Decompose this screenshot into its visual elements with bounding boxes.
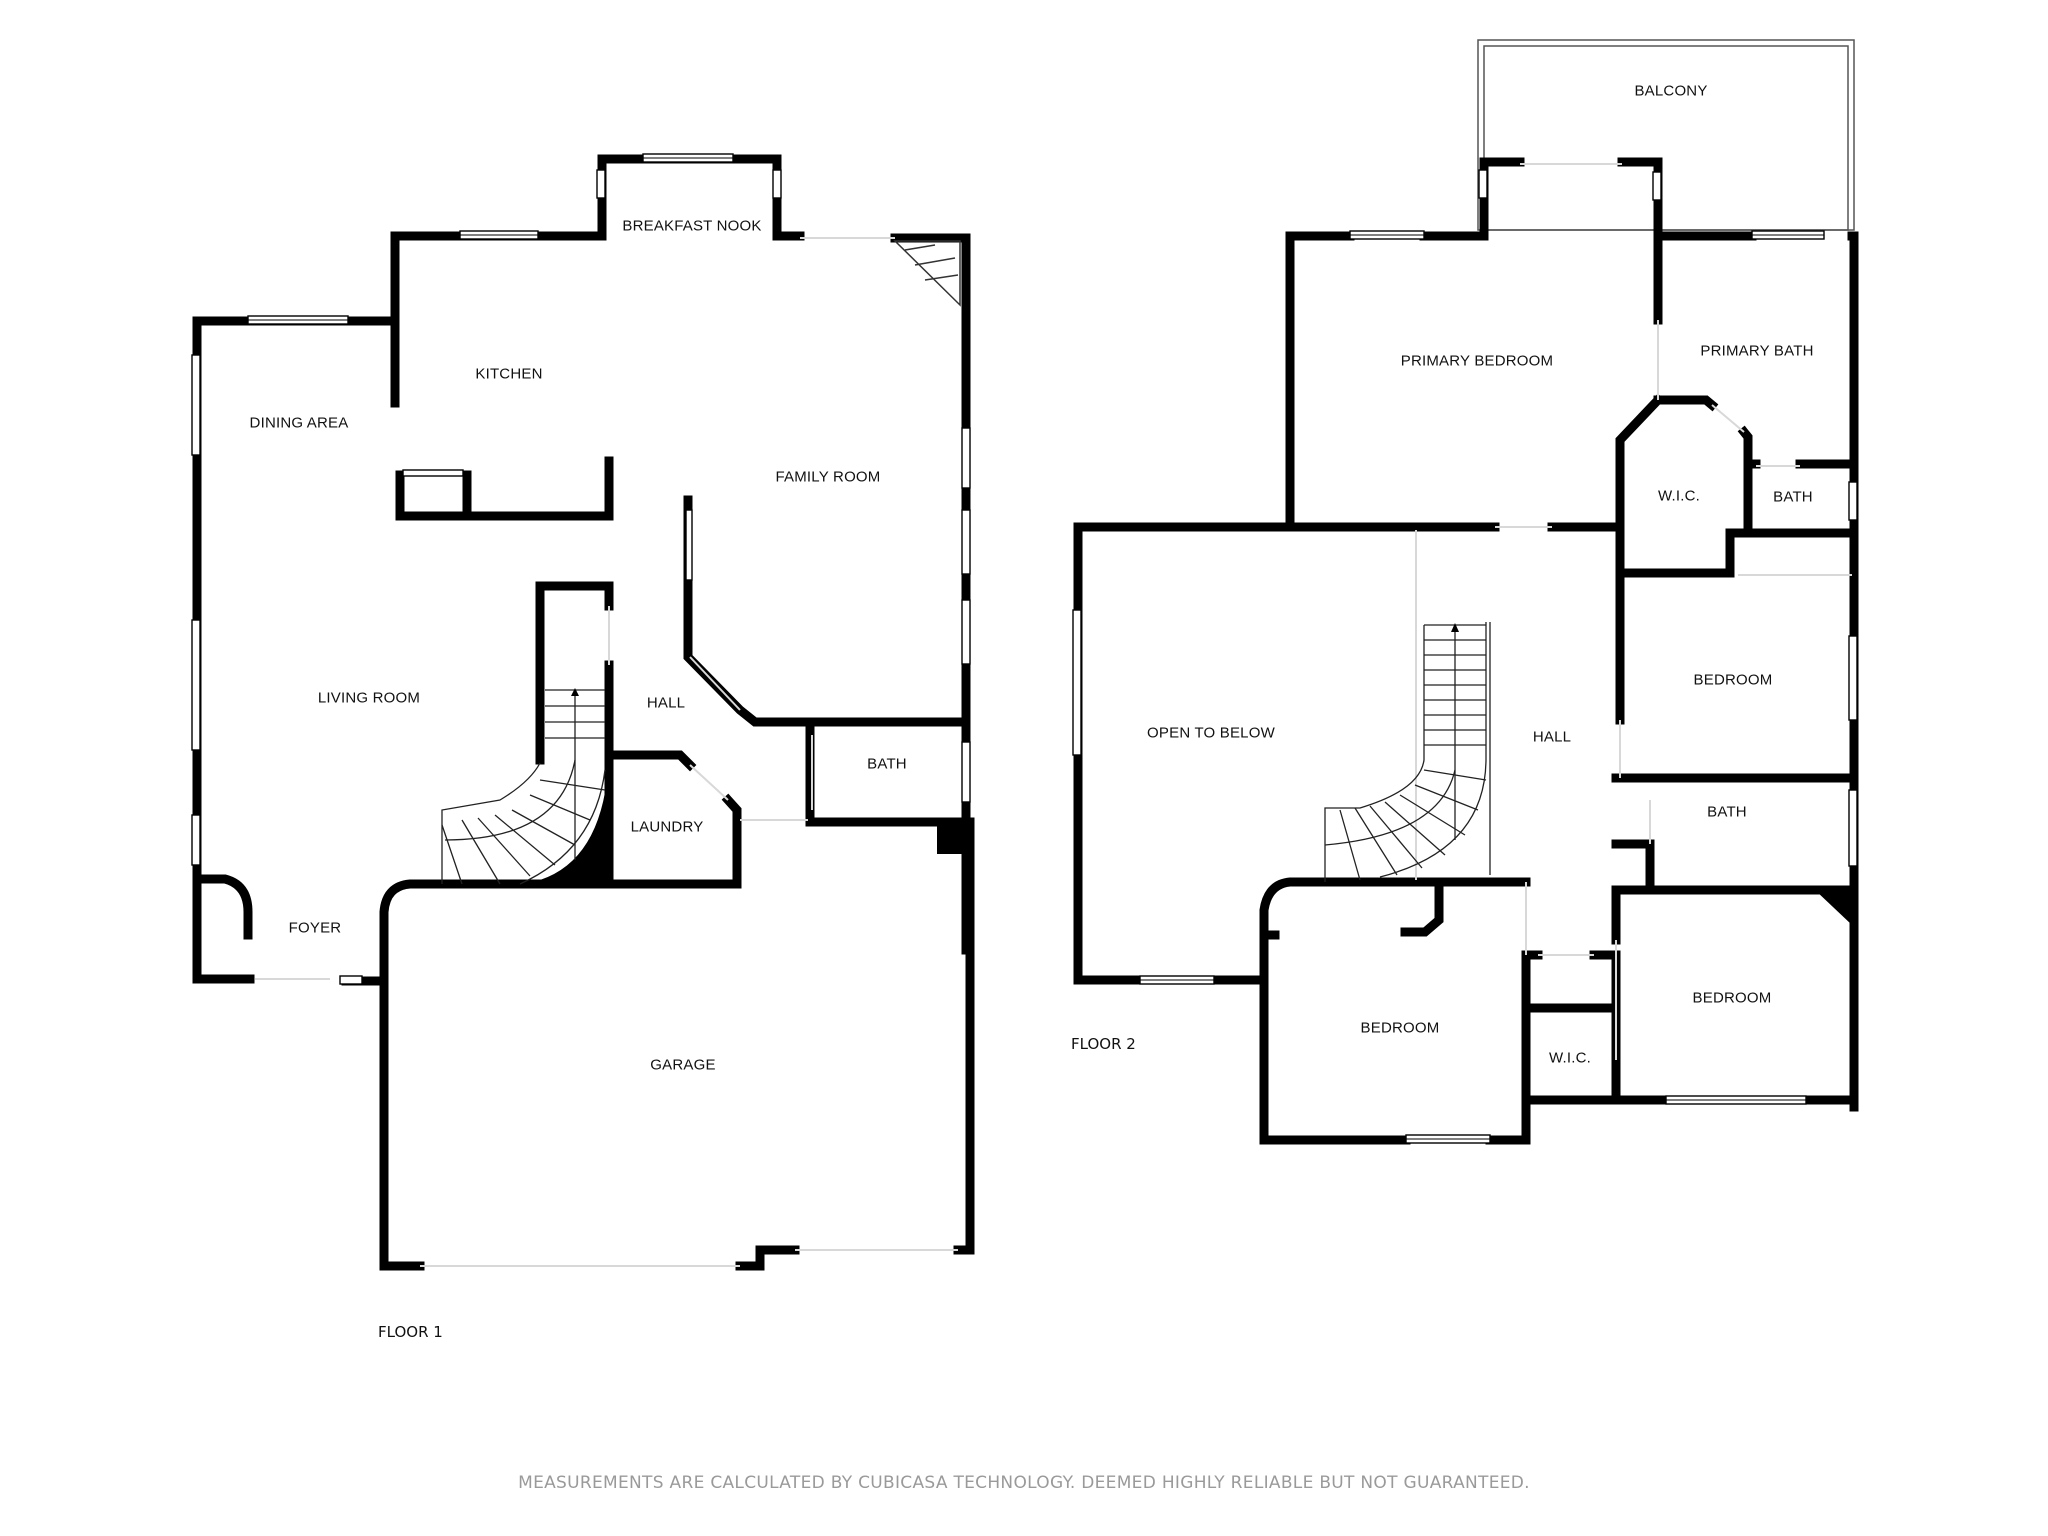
room-label-primary-bedroom: PRIMARY BEDROOM [1400,352,1554,370]
room-label-bath-primary-side: BATH [1773,488,1813,506]
room-label-wic-primary: W.I.C. [1657,487,1701,505]
bedroom-corner-fill [1815,890,1852,925]
floor1-title: FLOOR 1 [378,1323,443,1341]
floor1-openings [255,237,958,1267]
room-label-open-to-below: OPEN TO BELOW [1147,724,1275,742]
room-label-wic-south: W.I.C. [1548,1049,1592,1067]
floor1-walls [192,154,975,1271]
measurement-disclaimer: MEASUREMENTS ARE CALCULATED BY CUBICASA … [518,1473,1530,1493]
garage-column [937,822,967,854]
room-label-bedroom-southwest: BEDROOM [1360,1019,1440,1037]
room-label-family-room: FAMILY ROOM [775,468,881,486]
room-label-living-room: LIVING ROOM [317,689,421,707]
room-label-breakfast-nook: BREAKFAST NOOK [622,217,762,235]
room-label-hall: HALL [646,694,686,712]
fireplace-icon [893,240,961,307]
room-label-dining-area: DINING AREA [249,414,349,432]
floor1-staircase [441,688,606,885]
room-label-bath-hall: BATH [1707,803,1747,821]
floor1-windows [191,153,971,985]
room-label-primary-bath: PRIMARY BATH [1700,342,1814,360]
room-label-balcony: BALCONY [1634,82,1708,100]
stair-under-fill [540,770,609,884]
room-label-foyer: FOYER [288,919,342,937]
room-label-laundry: LAUNDRY [630,818,704,836]
floor2-windows [1072,169,1858,1144]
room-label-hall-2: HALL [1532,728,1572,746]
room-label-bedroom-east: BEDROOM [1693,671,1773,689]
floor2-staircase [1324,622,1491,882]
room-label-garage: GARAGE [650,1056,716,1074]
floor2-walls [1073,39,1859,1145]
room-label-kitchen: KITCHEN [475,365,543,383]
room-label-bath: BATH [867,755,907,773]
floor2-title: FLOOR 2 [1071,1035,1136,1053]
floor2-openings [1415,163,1852,1060]
room-label-bedroom-southeast: BEDROOM [1692,989,1772,1007]
